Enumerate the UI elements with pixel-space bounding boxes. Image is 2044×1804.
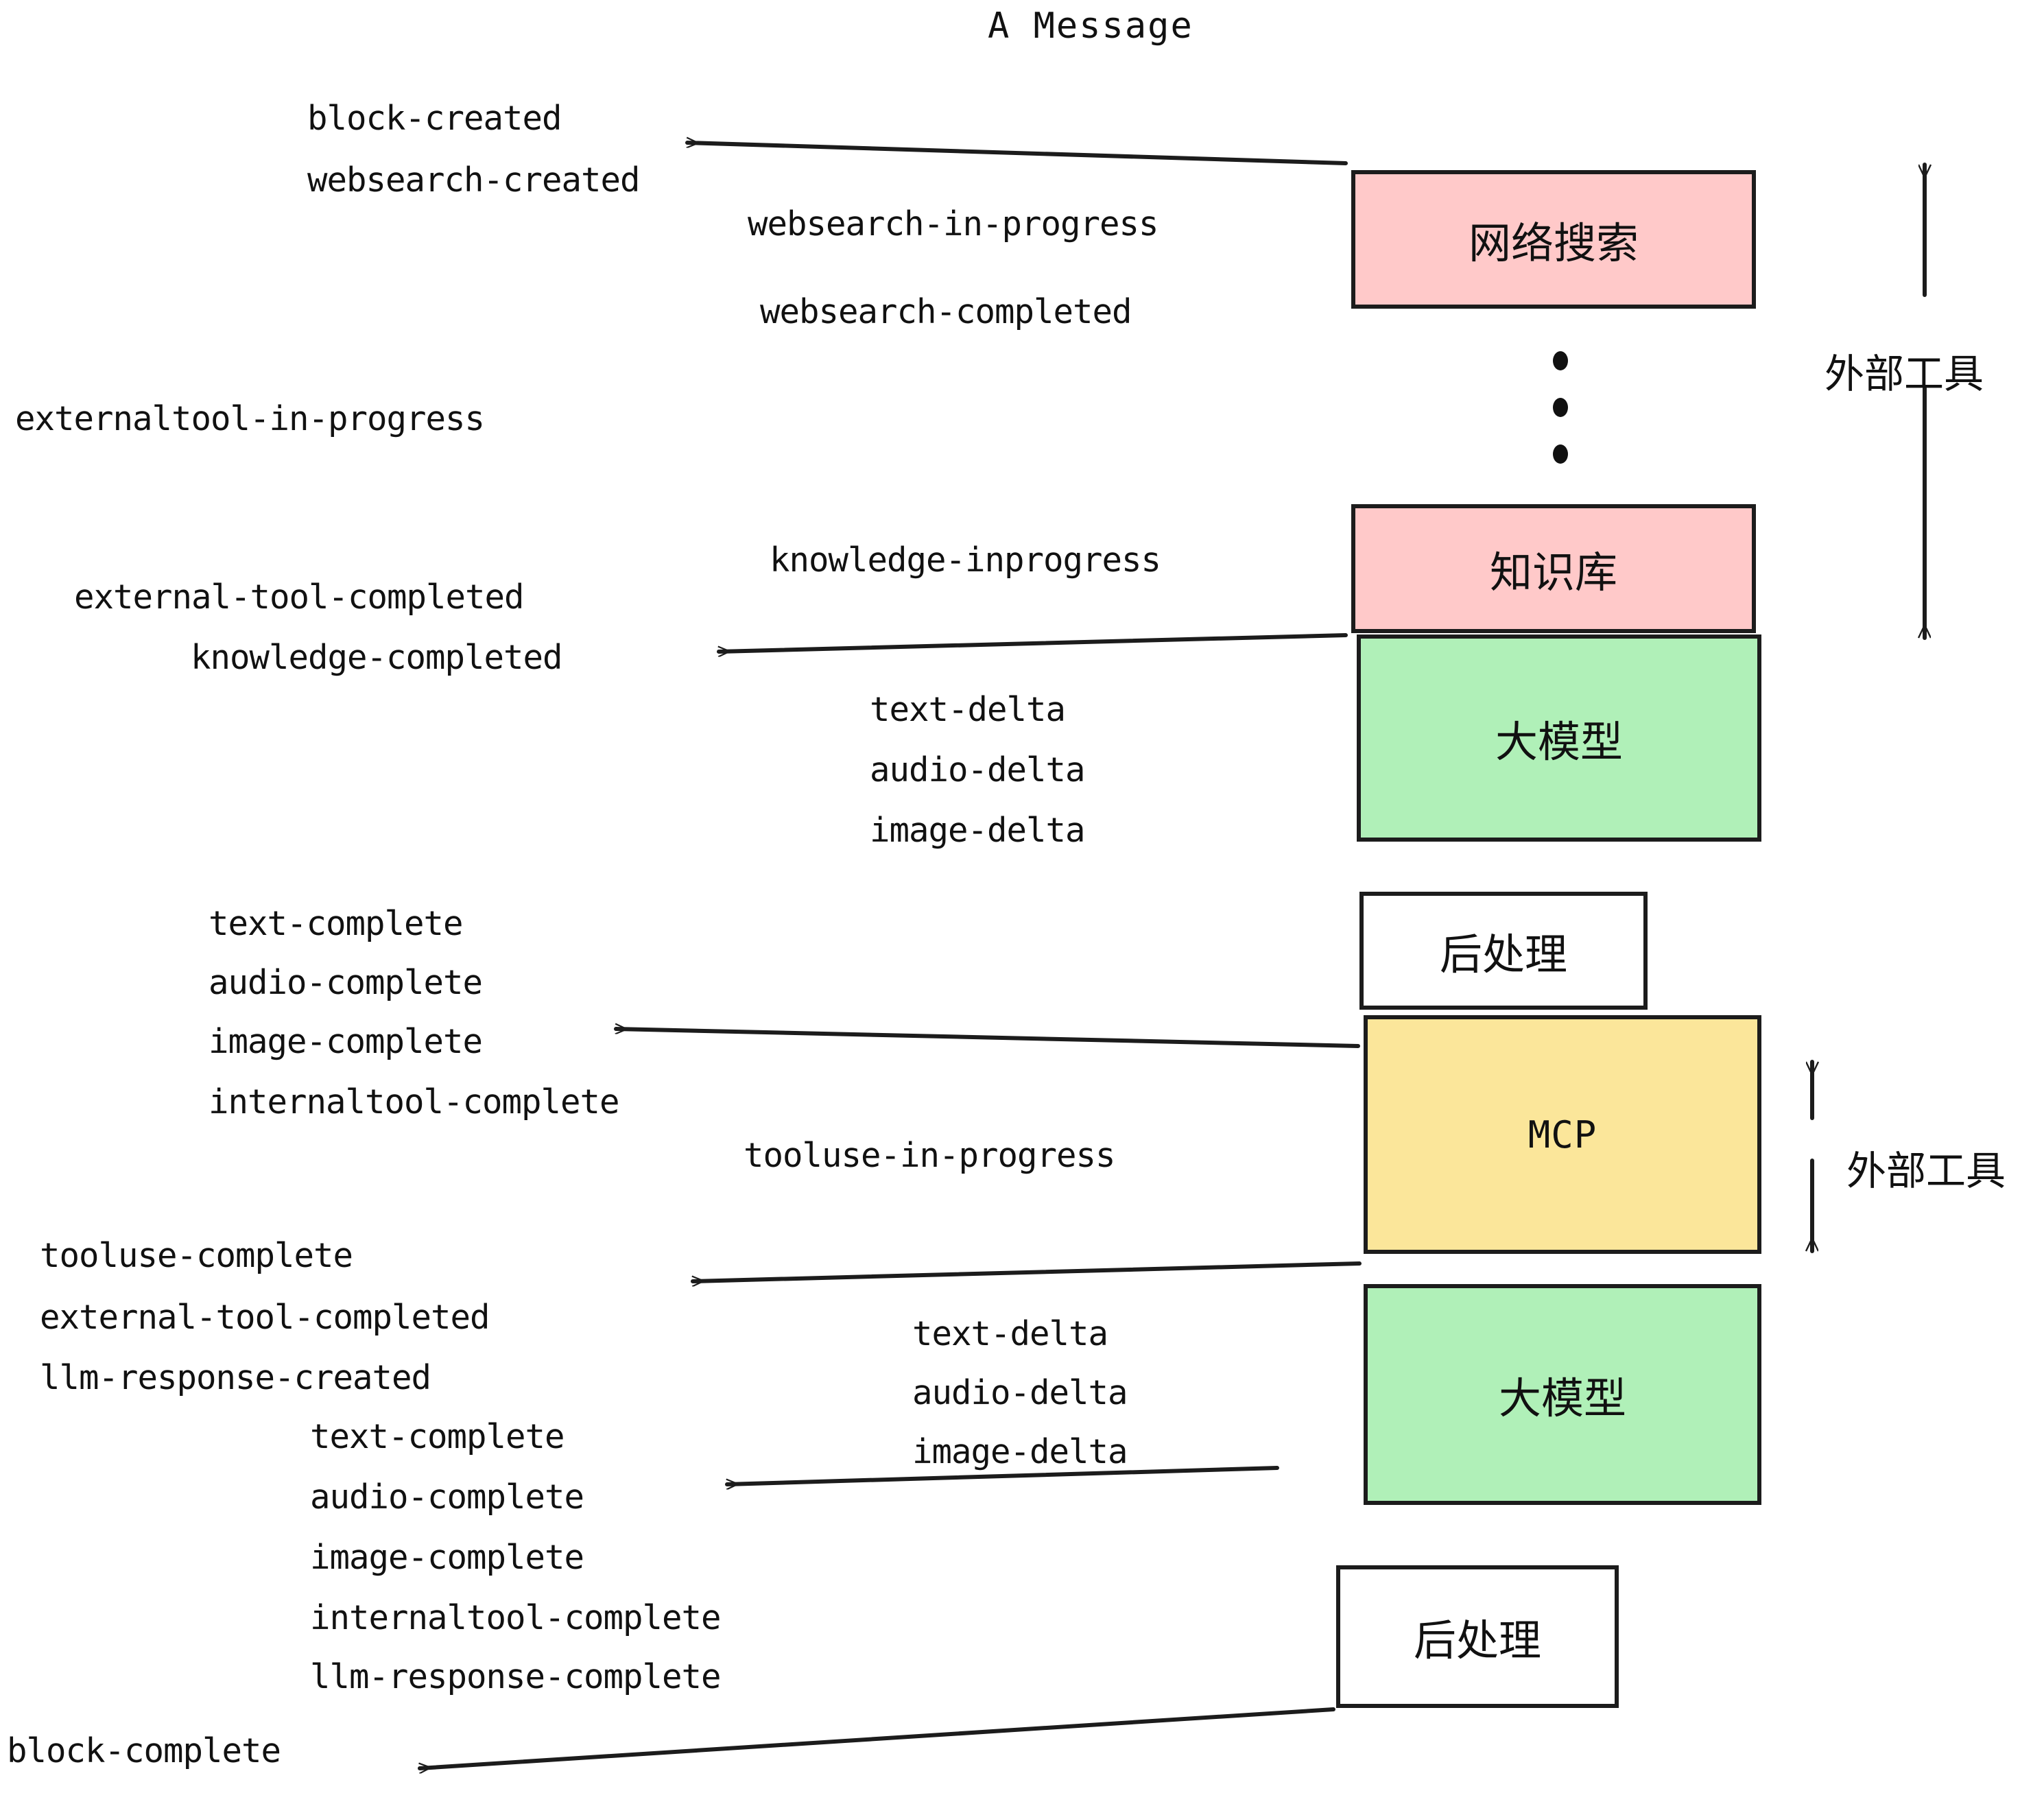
node-box-label: 大模型 — [1495, 717, 1623, 767]
event-label-external-tool-completed-2: external-tool-completed — [40, 1298, 490, 1337]
event-label-block-complete: block-complete — [7, 1731, 281, 1770]
event-label-websearch-created: websearch-created — [307, 161, 641, 200]
arrow-knowledge-complete — [717, 633, 1348, 652]
node-box-postprocess-1[interactable]: 后处理 — [1359, 892, 1648, 1010]
event-label-tooluse-in-progress: tooluse-in-progress — [744, 1136, 1116, 1175]
event-label-websearch-in-progress: websearch-in-progress — [748, 204, 1159, 244]
event-label-text-delta-2: text-delta — [912, 1314, 1108, 1353]
page-title: A Message — [988, 5, 1193, 47]
event-label-websearch-completed: websearch-completed — [760, 292, 1132, 331]
arrow-block-complete — [418, 1707, 1335, 1768]
node-box-llm-2[interactable]: 大模型 — [1364, 1284, 1761, 1505]
ellipsis-dot-1 — [1553, 351, 1568, 370]
event-label-audio-complete-1: audio-complete — [209, 963, 483, 1002]
event-label-audio-delta-1: audio-delta — [870, 750, 1086, 790]
event-label-image-delta-2: image-delta — [912, 1432, 1128, 1471]
event-label-image-complete-1: image-complete — [209, 1022, 483, 1061]
event-label-text-complete-1: text-complete — [209, 904, 464, 943]
event-label-image-delta-1: image-delta — [870, 811, 1086, 850]
event-label-internaltool-complete-1: internaltool-complete — [209, 1082, 620, 1121]
event-label-external-tool-completed-1: external-tool-completed — [74, 578, 525, 617]
arrow-block-created — [685, 143, 1348, 165]
ellipsis-dot-2 — [1553, 398, 1568, 417]
node-box-label: 后处理 — [1413, 1615, 1541, 1665]
node-box-label: 后处理 — [1439, 929, 1567, 980]
ellipsis-dot-3 — [1553, 444, 1568, 464]
node-box-postprocess-2[interactable]: 后处理 — [1336, 1565, 1619, 1708]
node-box-llm-1[interactable]: 大模型 — [1357, 634, 1761, 842]
node-box-label: MCP — [1528, 1113, 1597, 1156]
node-box-websearch[interactable]: 网络搜索 — [1351, 170, 1756, 309]
side-label-external-tools-bottom: 外部工具 — [1846, 1148, 2006, 1194]
event-label-internaltool-complete-2: internaltool-complete — [310, 1598, 722, 1637]
event-label-text-complete-2: text-complete — [310, 1417, 565, 1456]
arrow-tooluse-complete — [691, 1261, 1362, 1281]
event-label-audio-delta-2: audio-delta — [912, 1373, 1128, 1412]
event-label-llm-response-created: llm-response-created — [40, 1358, 431, 1397]
event-label-knowledge-inprogress: knowledge-inprogress — [770, 541, 1161, 580]
event-label-llm-response-complete: llm-response-complete — [310, 1657, 722, 1696]
side-label-external-tools-top: 外部工具 — [1825, 351, 1984, 397]
event-label-knowledge-completed: knowledge-completed — [191, 638, 563, 677]
event-label-externaltool-in-progress: externaltool-in-progress — [15, 399, 485, 438]
event-label-text-delta-1: text-delta — [870, 690, 1066, 729]
event-label-tooluse-complete: tooluse-complete — [40, 1236, 353, 1275]
event-label-block-created: block-created — [307, 99, 562, 138]
node-box-label: 网络搜索 — [1468, 218, 1639, 268]
arrow-image-complete — [614, 1029, 1360, 1048]
event-label-image-complete-2: image-complete — [310, 1538, 584, 1577]
node-box-knowledge[interactable]: 知识库 — [1351, 504, 1756, 633]
node-box-mcp[interactable]: MCP — [1364, 1015, 1761, 1254]
node-box-label: 知识库 — [1489, 547, 1617, 597]
event-label-audio-complete-2: audio-complete — [310, 1477, 584, 1517]
node-box-label: 大模型 — [1498, 1373, 1626, 1423]
